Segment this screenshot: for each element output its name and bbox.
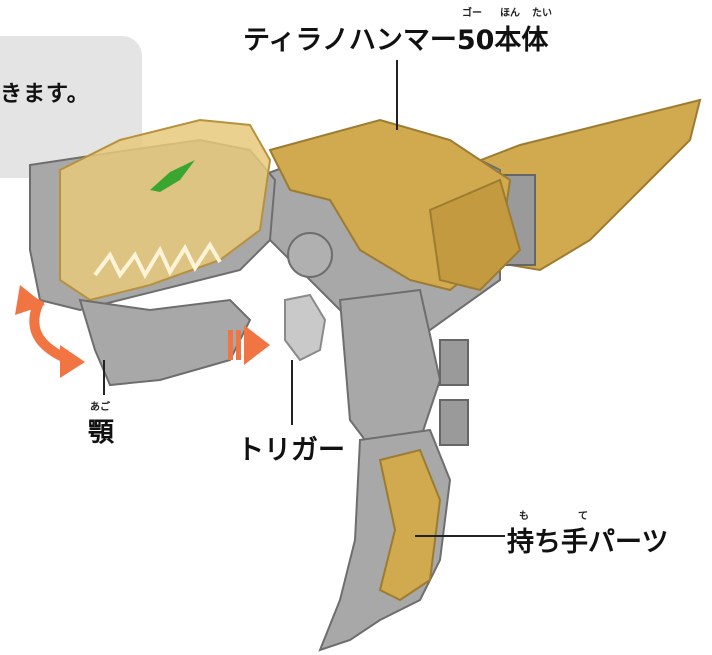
label-jaw: 顎 [88, 418, 115, 448]
handle-armor [378, 448, 442, 602]
label-main-body: ティラノハンマー50本体 [243, 25, 549, 56]
shoulder-joint [287, 232, 333, 278]
ruby-te: て [578, 511, 588, 522]
side-armor [428, 178, 522, 292]
eye [150, 160, 195, 192]
head-translucent [59, 118, 272, 302]
ruby-go: ゴー [462, 8, 482, 19]
leg-clip-1 [439, 339, 469, 386]
ruby-hon: ほん [500, 8, 520, 19]
trigger-arrow-stripe-1 [228, 330, 233, 360]
teeth [93, 241, 222, 280]
lower-jaw [78, 298, 252, 387]
ruby-ago: あご [90, 402, 110, 413]
leg-clip-2 [439, 399, 469, 446]
ruby-tai: たい [532, 8, 552, 19]
leader-line-handle [415, 535, 505, 537]
label-trigger: トリガー [237, 435, 345, 466]
jaw-arrow-head-top [15, 285, 45, 315]
ruby-mo: も [519, 511, 529, 522]
trigger-arrow-stripe-2 [236, 330, 241, 360]
leader-line-main-body [396, 60, 398, 130]
leader-line-trigger [291, 360, 293, 425]
trigger-arrow-head [244, 325, 270, 365]
trigger-part [284, 293, 327, 362]
label-handle: 持ち手パーツ [507, 527, 669, 558]
jaw-arrow-head-bottom [60, 345, 85, 378]
leader-line-jaw [103, 360, 105, 395]
callout-text: きます。 [0, 82, 90, 107]
